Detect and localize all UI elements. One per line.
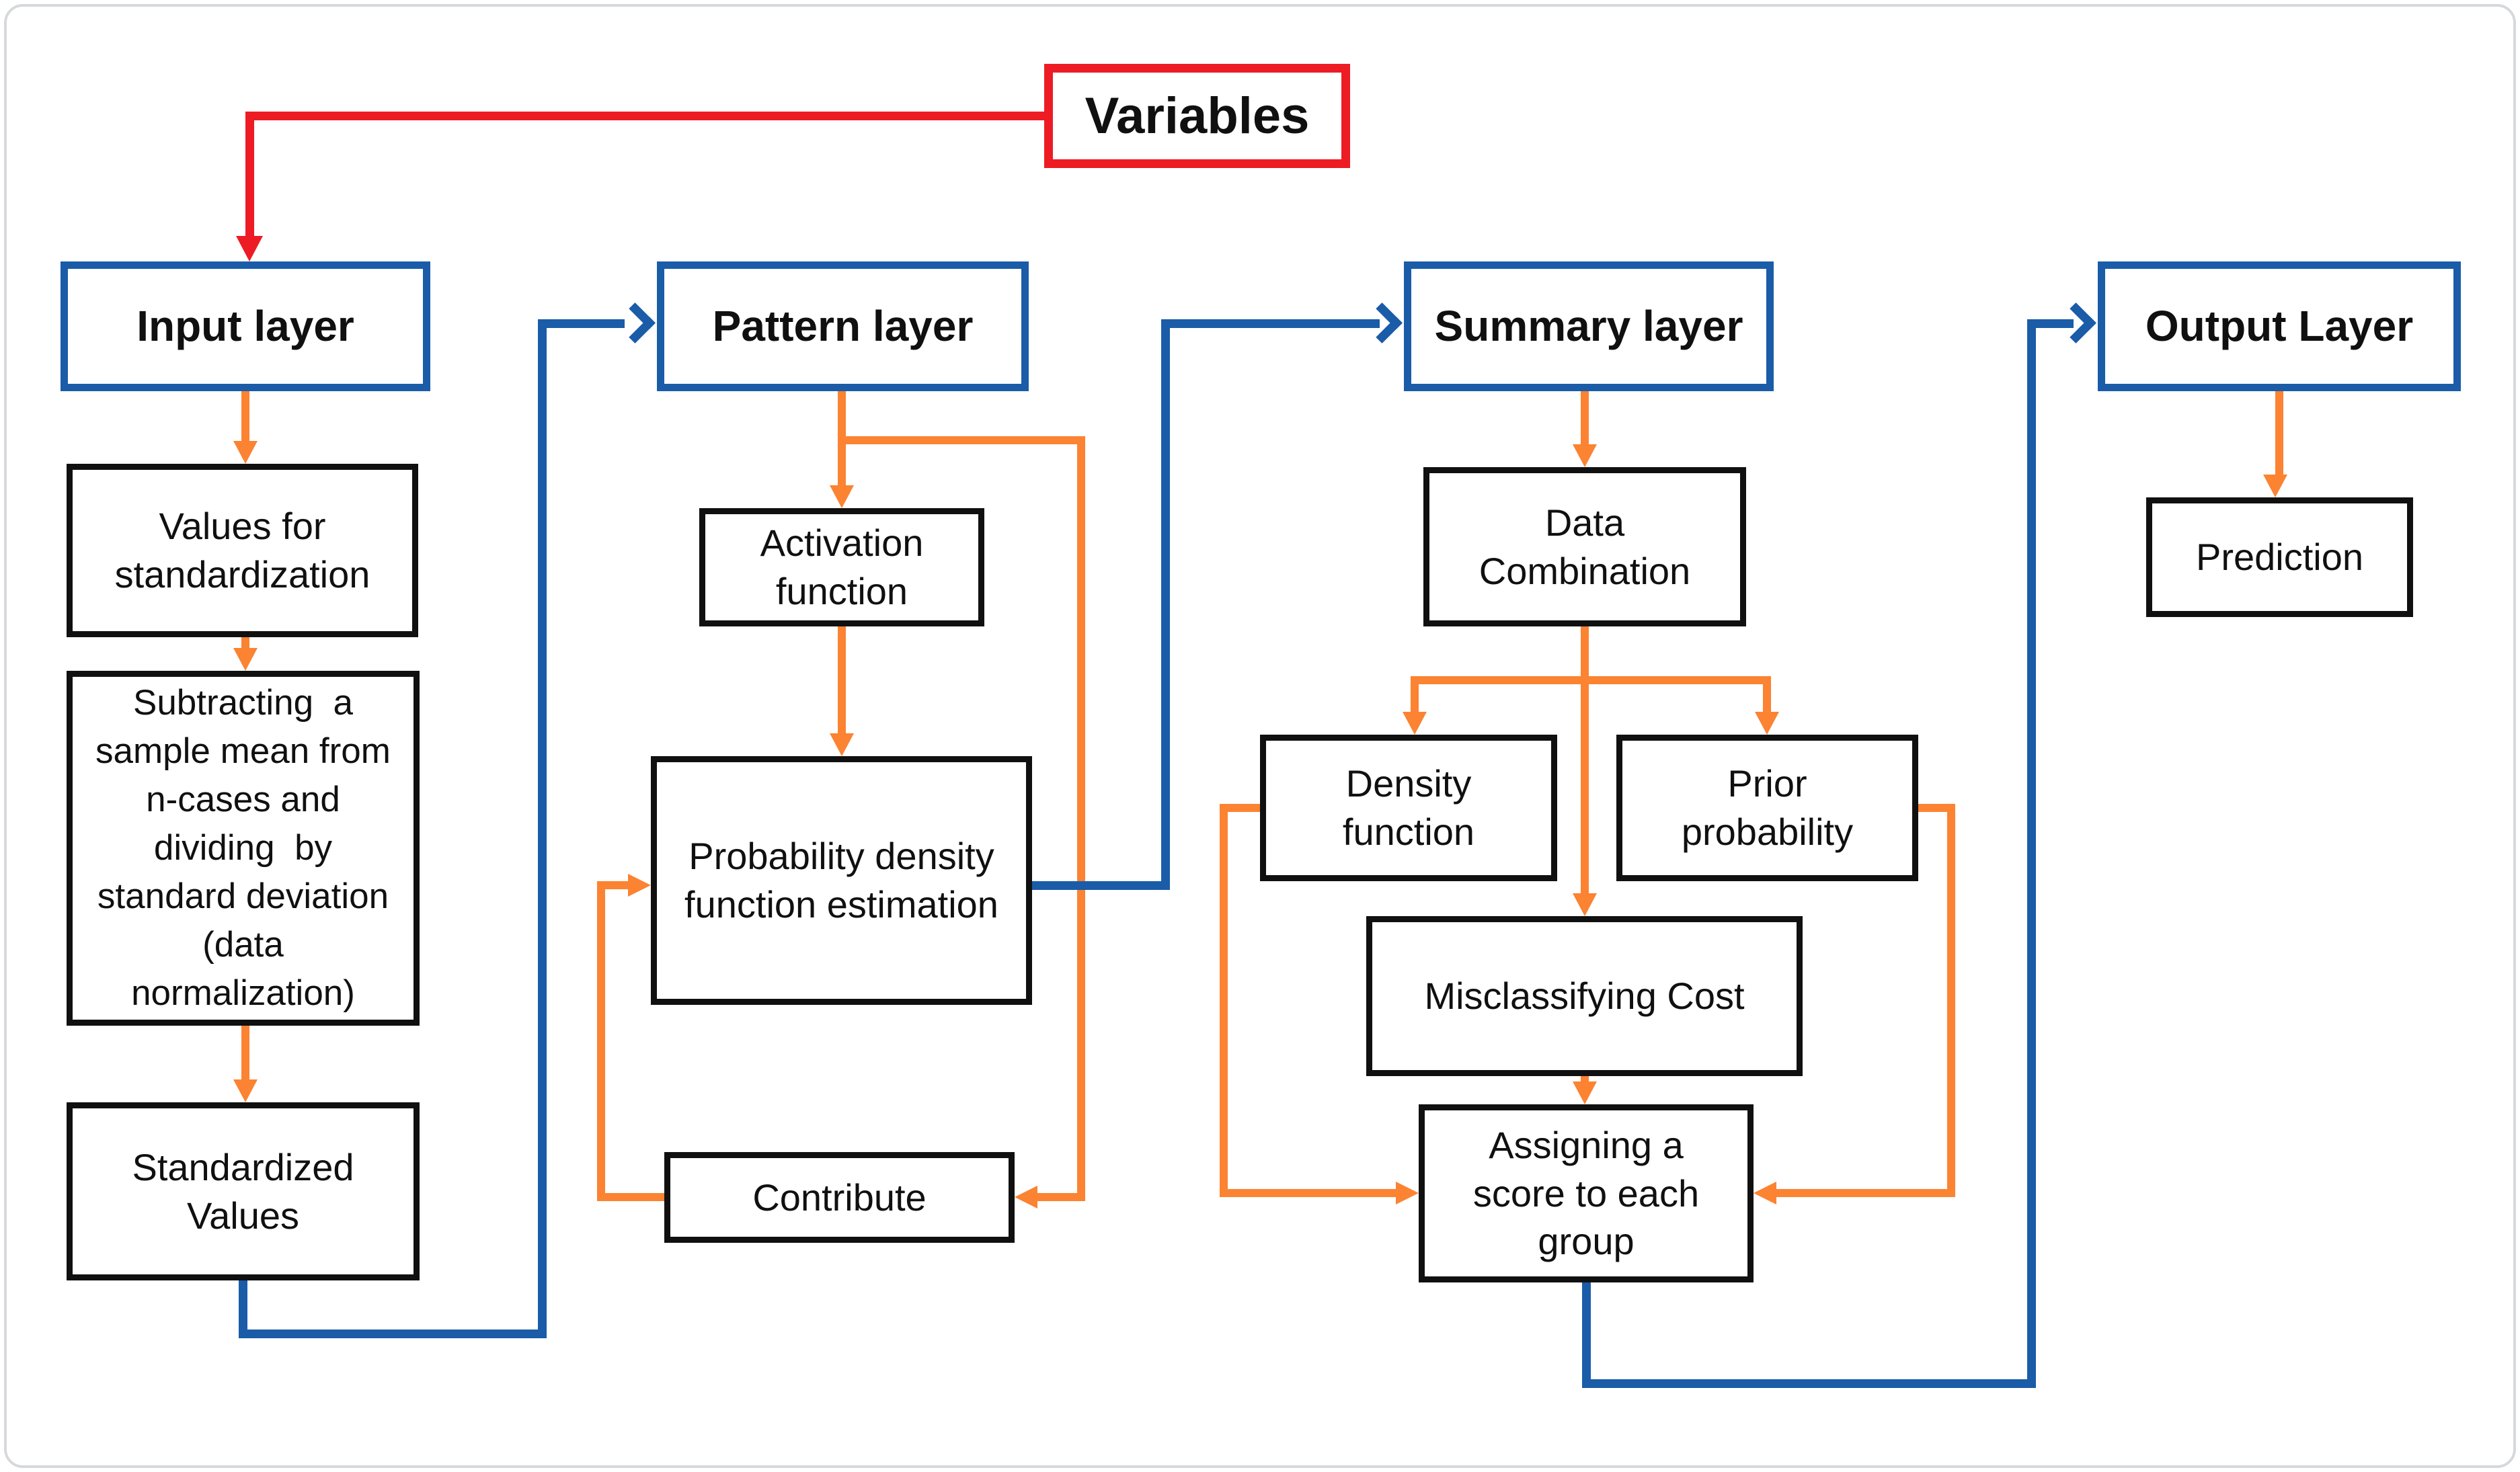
arrowhead-values-to-subtract-icon: [233, 648, 258, 671]
node-input-layer: Input layer: [61, 261, 430, 391]
connector-contribute-loop-bottom: [597, 1193, 664, 1201]
arrowhead-summary-to-datacombination-icon: [1573, 444, 1597, 467]
connector-prior-bypass-vertical: [1947, 804, 1955, 1197]
node-output-layer: Output Layer: [2098, 261, 2461, 391]
connector-assigning-bottom-horizontal: [1582, 1379, 2035, 1388]
node-prior-probability: Prior probability: [1616, 735, 1918, 881]
arrowhead-datacombination-to-misclassifying-icon: [1573, 893, 1597, 916]
connector-misclassifying-to-assigning: [1581, 1076, 1589, 1083]
connector-to-summary-vertical: [1161, 319, 1170, 890]
connector-prior-bypass-top: [1918, 804, 1955, 812]
connector-datacombination-branch-horizontal: [1411, 676, 1771, 684]
node-variables: Variables: [1044, 64, 1350, 168]
connector-summary-to-datacombination: [1581, 391, 1589, 444]
arrowhead-pattern-to-activation-icon: [830, 485, 854, 508]
connector-standardized-down: [239, 1280, 247, 1338]
arrowhead-misclassifying-to-assigning-icon: [1573, 1081, 1597, 1104]
connector-assigning-down: [1582, 1282, 1591, 1388]
arrowhead-input-to-values-icon: [233, 441, 258, 464]
connector-density-bypass-top: [1220, 804, 1260, 812]
node-density-function: Density function: [1260, 735, 1557, 881]
connector-input-to-values: [241, 391, 249, 441]
connector-standardized-bottom-horizontal: [239, 1330, 547, 1338]
connector-to-output-vertical: [2027, 319, 2036, 1388]
connector-variables-vertical: [245, 112, 254, 239]
arrowhead-subtract-to-standardized-icon: [233, 1079, 258, 1102]
node-summary-layer: Summary layer: [1404, 261, 1774, 391]
arrowhead-density-to-assigning-icon: [1396, 1182, 1419, 1204]
node-misclassifying-cost: Misclassifying Cost: [1366, 916, 1803, 1076]
arrowhead-branch-to-contribute-icon: [1015, 1186, 1037, 1209]
connector-datacombination-drop: [1581, 626, 1589, 893]
node-assigning-score: Assigning a score to each group: [1419, 1104, 1754, 1282]
arrowhead-contribute-to-pdf-icon: [628, 874, 651, 897]
connector-output-to-prediction: [2275, 391, 2283, 475]
connector-branch-to-density: [1411, 676, 1419, 712]
arrowhead-variables-to-input-icon: [236, 236, 263, 261]
connector-pdf-right-horizontal: [1032, 881, 1170, 890]
arrowhead-branch-to-prior-icon: [1755, 712, 1779, 735]
connector-to-summary-horizontal: [1161, 319, 1380, 328]
arrowhead-branch-to-density-icon: [1403, 712, 1427, 735]
connector-pattern-branch-vertical: [1077, 436, 1085, 1197]
connector-density-bypass-vertical: [1220, 804, 1228, 1197]
arrowhead-to-summary-icon: [1362, 302, 1403, 343]
node-pattern-layer: Pattern layer: [657, 261, 1029, 391]
arrowhead-to-output-icon: [2055, 302, 2096, 343]
arrowhead-output-to-prediction-icon: [2263, 475, 2287, 497]
connector-branch-to-contribute: [1037, 1193, 1085, 1201]
node-prediction: Prediction: [2146, 497, 2413, 617]
connector-subtract-to-standardized: [241, 1026, 249, 1079]
node-pdf-estimation: Probability density function estimation: [651, 756, 1032, 1005]
node-data-combination: Data Combination: [1423, 467, 1746, 626]
arrowhead-prior-to-assigning-icon: [1754, 1182, 1776, 1204]
connector-contribute-loop-vertical: [597, 881, 605, 1201]
arrowhead-to-pattern-icon: [615, 302, 656, 343]
connector-to-pattern-horizontal: [538, 319, 625, 328]
connector-to-pattern-vertical: [538, 319, 547, 1338]
connector-pattern-branch-horizontal: [838, 436, 1085, 444]
connector-density-bypass-bottom: [1220, 1189, 1396, 1197]
connector-values-to-subtract: [241, 637, 249, 648]
node-standardized-values: Standardized Values: [67, 1102, 420, 1280]
connector-branch-to-prior: [1763, 676, 1771, 712]
connector-variables-horizontal: [245, 112, 1044, 120]
connector-contribute-loop-top: [597, 881, 628, 889]
node-contribute: Contribute: [664, 1152, 1015, 1243]
node-values-for-standardization: Values for standardization: [67, 464, 418, 637]
connector-prior-bypass-bottom: [1776, 1189, 1955, 1197]
connector-activation-to-pdf: [838, 626, 846, 733]
connector-to-output-horizontal: [2027, 319, 2074, 328]
arrowhead-activation-to-pdf-icon: [830, 733, 854, 756]
node-subtract-normalization: Subtracting a sample mean from n-cases a…: [67, 671, 420, 1026]
node-activation-function: Activation function: [699, 508, 984, 626]
